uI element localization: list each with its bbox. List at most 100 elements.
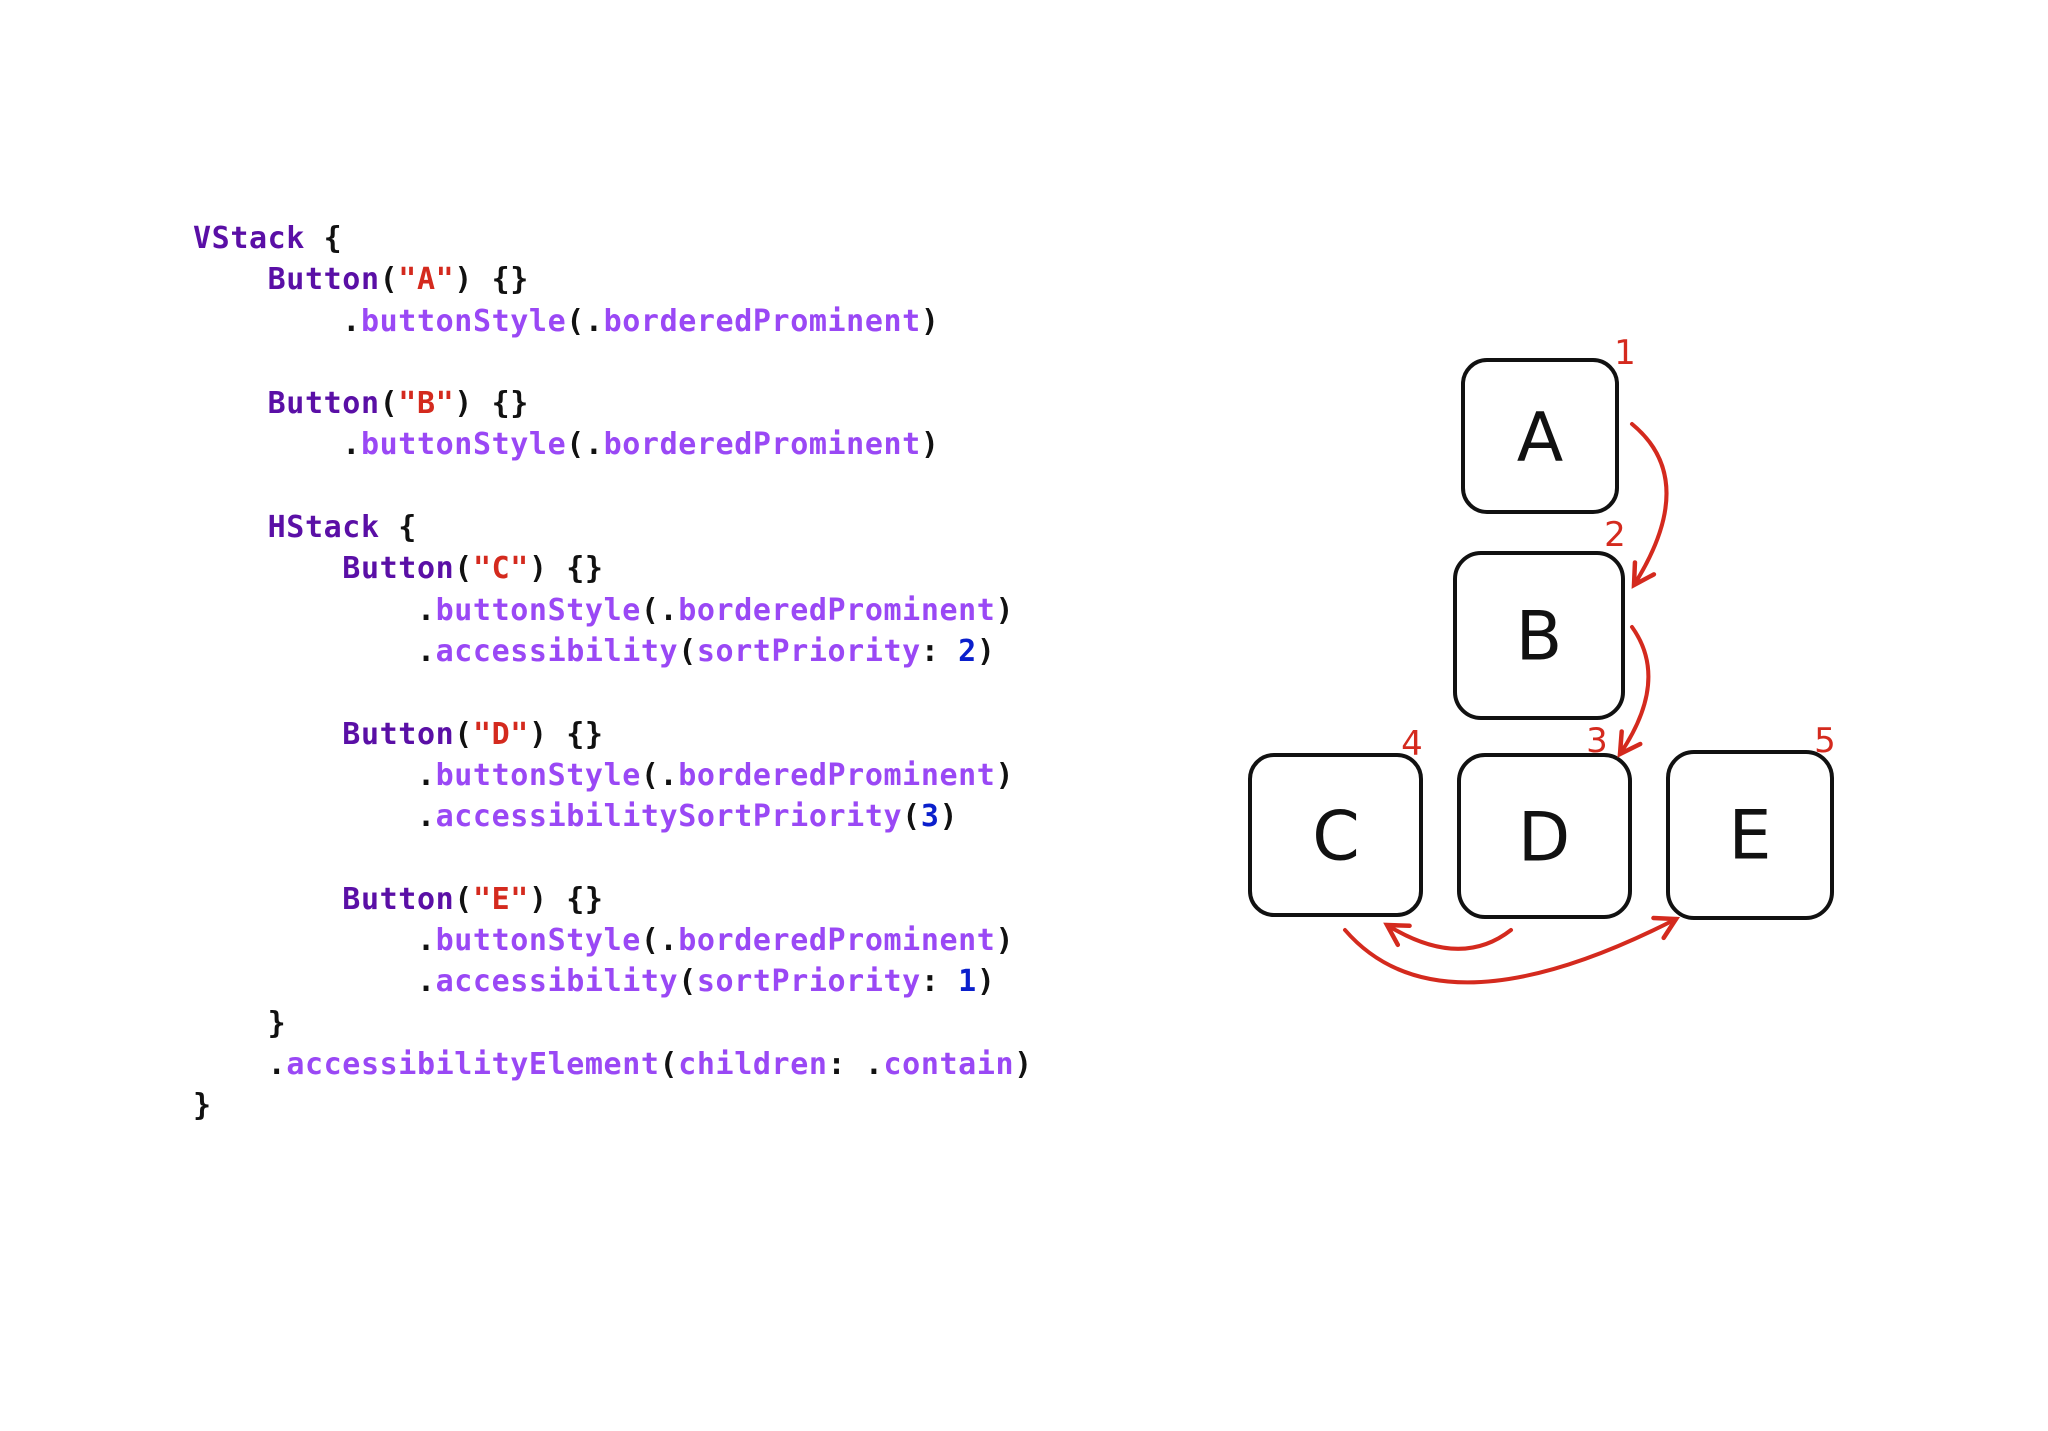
code-line: .buttonStyle(.borderedProminent) xyxy=(193,590,1033,631)
code-token: ) xyxy=(939,799,959,835)
code-token: ) xyxy=(920,427,940,463)
code-token: buttonStyle xyxy=(435,923,641,959)
code-token: . xyxy=(193,923,436,959)
code-token: sortPriority xyxy=(696,633,921,669)
code-token: . xyxy=(193,799,436,835)
order-number-c: 4 xyxy=(1401,724,1423,764)
code-token: (. xyxy=(640,923,679,959)
code-token: 3 xyxy=(920,799,940,835)
code-token: "D" xyxy=(472,716,529,752)
code-token: . xyxy=(193,757,436,793)
code-token: buttonStyle xyxy=(435,757,641,793)
code-token: ) xyxy=(976,964,996,1000)
code-token: (. xyxy=(566,427,604,463)
button-b: B 2 xyxy=(1453,515,1626,720)
code-line: Button("C") {} xyxy=(193,548,1033,589)
code-token: { xyxy=(323,221,343,256)
code-token: 2 xyxy=(958,633,977,669)
code-token: ( xyxy=(454,716,473,752)
button-d: D 3 xyxy=(1457,721,1632,919)
code-token: ) {} xyxy=(528,551,604,587)
code-token: children xyxy=(678,1046,828,1082)
code-line: Button("A") {} xyxy=(193,259,1033,300)
code-token: Button xyxy=(193,262,380,298)
code-token: borderedProminent xyxy=(678,592,996,628)
code-line: Button("E") {} xyxy=(193,879,1033,920)
code-token: accessibilitySortPriority xyxy=(435,799,903,835)
code-token: ) xyxy=(920,303,940,339)
code-line: .buttonStyle(.borderedProminent) xyxy=(193,755,1033,796)
code-token: ) xyxy=(1014,1046,1033,1082)
code-line: .accessibility(sortPriority: 1) xyxy=(193,961,1033,1002)
code-token: "A" xyxy=(398,262,455,298)
arrow-d-to-c xyxy=(1383,922,1513,951)
code-token: accessibilityElement xyxy=(286,1046,660,1082)
code-line: } xyxy=(193,1003,1033,1044)
code-token: (. xyxy=(640,592,679,628)
code-token: ( xyxy=(678,633,697,669)
code-token: buttonStyle xyxy=(435,592,641,628)
code-token: ( xyxy=(454,551,473,587)
code-token: Button xyxy=(193,551,455,587)
code-token: . xyxy=(193,633,436,669)
code-token: "E" xyxy=(472,881,529,917)
code-token: . xyxy=(193,964,436,1000)
code-token: } xyxy=(193,1005,287,1041)
button-e: E 5 xyxy=(1666,721,1836,920)
code-token: ) xyxy=(995,923,1015,959)
order-number-b: 2 xyxy=(1604,515,1626,555)
order-number-e: 5 xyxy=(1814,721,1836,761)
code-token: ( xyxy=(454,881,473,917)
code-token: ( xyxy=(379,386,399,422)
arrow-b-to-d xyxy=(1617,625,1651,758)
code-token: ( xyxy=(902,799,921,835)
code-token: : xyxy=(920,964,959,1000)
code-token: Button xyxy=(193,716,455,752)
code-token: buttonStyle xyxy=(360,303,567,339)
code-token: borderedProminent xyxy=(678,757,996,793)
button-a-label: A xyxy=(1517,399,1564,478)
code-line: .accessibilitySortPriority(3) xyxy=(193,796,1033,837)
code-token: Button xyxy=(193,386,380,422)
code-line: .buttonStyle(.borderedProminent) xyxy=(193,920,1033,961)
code-token: sortPriority xyxy=(696,964,921,1000)
code-token: { xyxy=(398,510,417,546)
code-token: : xyxy=(920,633,959,669)
code-line: Button("D") {} xyxy=(193,714,1033,755)
code-token: accessibility xyxy=(435,964,679,1000)
code-token: . xyxy=(193,303,361,339)
order-number-a: 1 xyxy=(1614,333,1636,373)
code-token: . xyxy=(193,592,436,628)
code-token: contain xyxy=(883,1046,1015,1082)
code-line: .buttonStyle(.borderedProminent) xyxy=(193,301,1033,342)
code-token: ) {} xyxy=(454,262,529,298)
code-token: . xyxy=(193,1046,287,1082)
code-token: borderedProminent xyxy=(603,303,921,339)
code-token: 1 xyxy=(958,964,977,1000)
code-token: : . xyxy=(827,1046,884,1082)
button-c-label: C xyxy=(1312,798,1359,877)
code-token: buttonStyle xyxy=(360,427,567,463)
code-line: VStack { xyxy=(193,218,1033,259)
code-line: .buttonStyle(.borderedProminent) xyxy=(193,424,1033,465)
code-line: Button("B") {} xyxy=(193,383,1033,424)
code-token: ) xyxy=(976,633,996,669)
button-e-label: E xyxy=(1729,797,1772,876)
code-token: ) {} xyxy=(528,881,604,917)
code-token: ( xyxy=(659,1046,679,1082)
code-token: ) xyxy=(995,757,1015,793)
code-token: ) {} xyxy=(528,716,604,752)
code-token: (. xyxy=(566,303,604,339)
code-token: accessibility xyxy=(435,633,679,669)
code-token: borderedProminent xyxy=(603,427,921,463)
code-token: } xyxy=(193,1088,212,1124)
code-token: . xyxy=(193,427,361,463)
code-token: ( xyxy=(379,262,399,298)
code-token: ( xyxy=(678,964,697,1000)
code-token: ) xyxy=(995,592,1015,628)
code-line: .accessibility(sortPriority: 2) xyxy=(193,631,1033,672)
arrow-c-to-e xyxy=(1343,915,1681,985)
code-token: "B" xyxy=(398,386,455,422)
code-token: (. xyxy=(640,757,679,793)
